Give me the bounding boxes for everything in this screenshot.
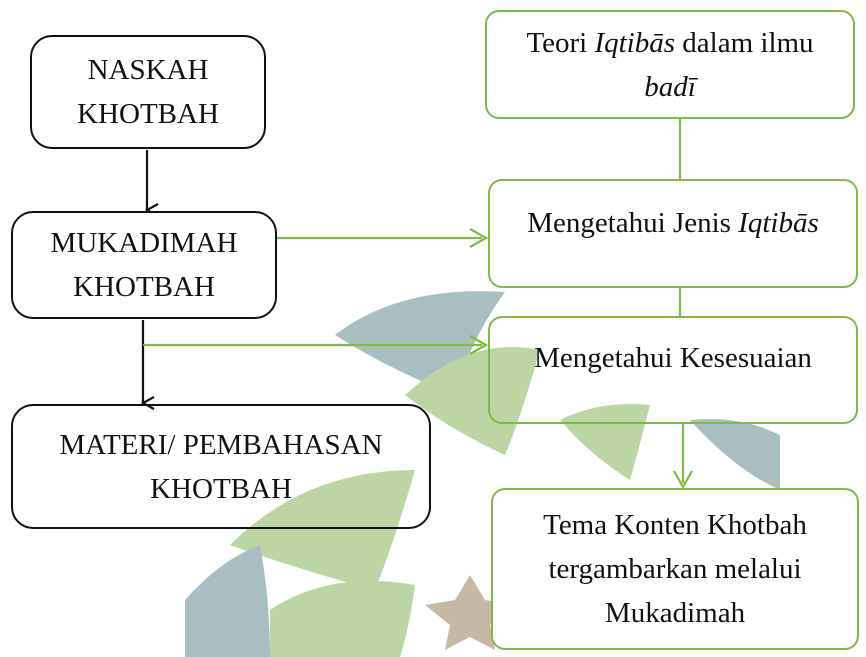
box-mukadimah-line-1: MUKADIMAH (50, 227, 238, 259)
watermark-leaf-teal-left (185, 545, 270, 657)
watermark-logo (185, 291, 780, 657)
box-jenis-line: Mengetahui Jenis Iqtibās (527, 201, 819, 245)
connector-mukadimah-to-jenis-arrowhead (469, 228, 489, 248)
box-tema-konten: Tema Konten Khotbah tergambarkan melalui… (491, 488, 859, 650)
teori-italic-term: Iqtibās (594, 26, 676, 59)
box-mukadimah-line-2: KHOTBAH (73, 271, 215, 303)
teori-badi: badī (644, 70, 696, 103)
connector-main-to-kesesuaian-arrowhead (469, 335, 489, 355)
connector-kesesuaian-to-tema-arrowhead (673, 470, 693, 490)
teori-suffix: dalam ilmu (675, 26, 814, 59)
watermark-leaf-teal-right (690, 419, 780, 490)
box-mukadimah-khotbah: MUKADIMAH KHOTBAH (11, 211, 277, 319)
box-tema-line-1: Tema Konten Khotbah (543, 509, 807, 541)
box-tema-line-2: tergambarkan melalui (548, 553, 802, 585)
box-tema-line-3: Mukadimah (604, 597, 746, 629)
box-materi-line-1: MATERI/ PEMBAHASAN (59, 428, 383, 461)
box-naskah-line-1: NASKAH (87, 54, 209, 86)
watermark-leaf-green-mid (405, 347, 540, 455)
watermark-leaf-green-bottom (270, 580, 415, 657)
box-kesesuaian-line: Mengetahui Kesesuaian (534, 342, 812, 374)
watermark-leaf-green-left (230, 470, 415, 590)
box-materi-line-2: KHOTBAH (150, 472, 292, 505)
box-teori-line-2: badī (644, 65, 696, 109)
box-naskah-khotbah: NASKAH KHOTBAH (30, 35, 266, 149)
watermark-star-tan (425, 575, 515, 650)
jenis-italic-term: Iqtibās (738, 207, 819, 239)
box-naskah-line-2: KHOTBAH (77, 98, 219, 130)
box-teori-line-1: Teori Iqtibās dalam ilmu (526, 21, 813, 65)
teori-prefix: Teori (526, 26, 595, 59)
box-teori-iqtibas: Teori Iqtibās dalam ilmu badī (485, 10, 855, 119)
box-materi-pembahasan: MATERI/ PEMBAHASAN KHOTBAH (11, 404, 431, 529)
box-mengetahui-jenis: Mengetahui Jenis Iqtibās (488, 179, 858, 288)
box-mengetahui-kesesuaian: Mengetahui Kesesuaian (488, 316, 858, 424)
jenis-prefix: Mengetahui Jenis (527, 207, 739, 239)
